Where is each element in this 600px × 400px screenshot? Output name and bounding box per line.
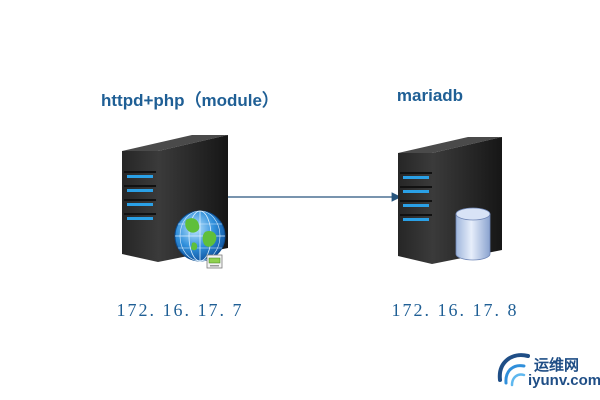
- watermark: 运维网 iyunv.com: [492, 352, 600, 394]
- database-server-ip: 172. 16. 17. 8: [391, 300, 519, 320]
- database-icon: [455, 207, 491, 261]
- watermark-cn-text: 运维网: [534, 356, 580, 374]
- web-server-title: httpd+php（module）: [100, 91, 279, 110]
- watermark-en-text: iyunv.com: [528, 372, 600, 389]
- web-server-ip: 172. 16. 17. 7: [116, 300, 244, 320]
- database-server-title: mariadb: [396, 86, 464, 105]
- globe-icon: [174, 210, 226, 262]
- wave-logo-icon: [497, 353, 530, 387]
- monitor-icon: [206, 254, 223, 269]
